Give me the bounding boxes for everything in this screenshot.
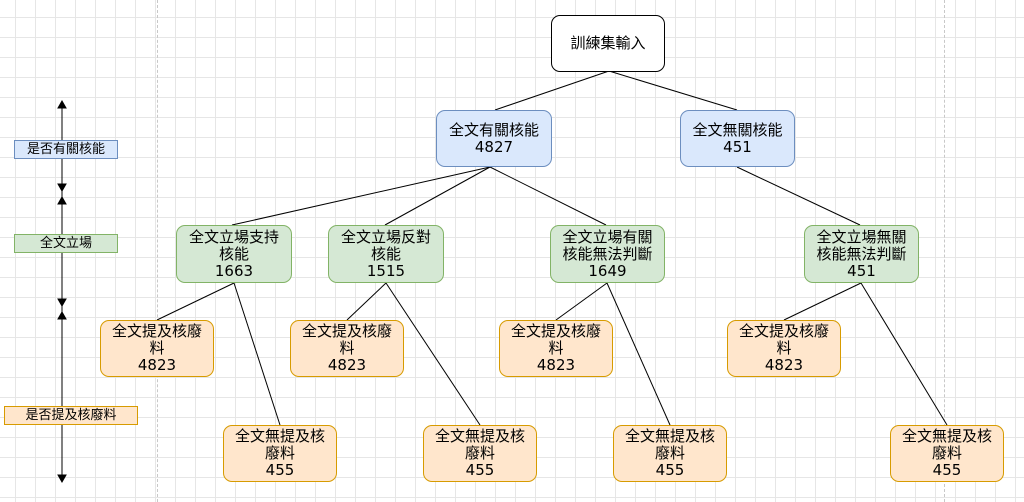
- side-label-text: 全文立場: [39, 236, 92, 251]
- node-label: 全文提及核廢 料: [510, 322, 601, 357]
- node-count: 4827: [474, 137, 514, 156]
- node-count: 1515: [366, 261, 406, 280]
- level-arrow-head: [57, 310, 67, 320]
- edge-oppose-nomention: [385, 282, 481, 426]
- edge-irrelevant-undetermined: [736, 166, 861, 226]
- edge-relevant-support: [231, 166, 491, 226]
- edge-irrelevant2-mention: [783, 282, 862, 321]
- edge-root-relevant: [494, 70, 610, 111]
- node-count: 455: [265, 461, 295, 479]
- node-stance-support: 全文立場支持 核能 1663: [176, 225, 292, 283]
- level-arrow-head: [57, 183, 67, 193]
- side-label-text: 是否提及核廢料: [25, 408, 117, 423]
- node-count: 4823: [327, 356, 367, 374]
- node-count: 1649: [588, 261, 627, 280]
- edge-support-nomention: [233, 282, 281, 426]
- edge-support-mention: [156, 282, 235, 321]
- node-waste-not-mentioned: 全文無提及核 廢料 455: [890, 425, 1004, 482]
- side-label-text: 是否有關核能: [26, 142, 105, 157]
- level-arrow-head: [57, 298, 67, 308]
- node-label: 全文提及核廢 料: [738, 322, 829, 357]
- node-label: 全文無提及核 廢料: [901, 427, 992, 462]
- root-node: 訓練集輸入: [551, 15, 665, 72]
- edge-relevant-oppose: [384, 166, 491, 226]
- edge-undetermined-mention: [555, 282, 608, 321]
- node-count: 4823: [137, 356, 177, 374]
- level-arrow-head: [57, 474, 67, 484]
- guide-line-left: [157, 0, 158, 502]
- node-stance-oppose: 全文立場反對 核能 1515: [328, 225, 444, 283]
- node-count: 4823: [536, 356, 576, 374]
- guide-line-right: [944, 0, 945, 502]
- node-waste-not-mentioned: 全文無提及核 廢料 455: [223, 425, 337, 482]
- node-label: 全文立場無關 核能無法判斷: [816, 227, 907, 263]
- edge-undetermined-nomention: [606, 282, 671, 426]
- node-label: 全文無提及核 廢料: [434, 427, 525, 462]
- node-waste-mentioned: 全文提及核廢 料 4823: [499, 320, 613, 377]
- node-waste-mentioned: 全文提及核廢 料 4823: [100, 320, 214, 377]
- node-count: 4823: [764, 356, 804, 374]
- node-label: 全文立場支持 核能: [188, 227, 279, 263]
- level-arrow-head: [57, 99, 67, 109]
- node-count: 455: [465, 461, 495, 479]
- node-waste-mentioned: 全文提及核廢 料 4823: [727, 320, 841, 377]
- node-count: 451: [847, 261, 876, 280]
- node-count: 1663: [214, 261, 254, 280]
- node-nuclear-unrelated: 全文無關核能 451: [680, 110, 795, 167]
- node-waste-mentioned: 全文提及核廢 料 4823: [290, 320, 404, 377]
- node-label: 全文提及核廢 料: [301, 322, 392, 357]
- node-stance-unrelated-undetermined: 全文立場無關 核能無法判斷 451: [804, 225, 919, 283]
- node-label: 全文無提及核 廢料: [624, 427, 715, 462]
- edge-root-irrelevant: [608, 70, 738, 111]
- edge-relevant-undetermined: [489, 166, 607, 226]
- node-label: 全文立場反對 核能: [340, 227, 431, 263]
- node-label: 全文提及核廢 料: [111, 322, 202, 357]
- node-label: 訓練集輸入: [570, 34, 646, 52]
- side-label-stance: 全文立場: [14, 234, 118, 253]
- node-count: 455: [655, 461, 685, 479]
- node-stance-related-undetermined: 全文立場有關 核能無法判斷 1649: [550, 225, 665, 283]
- edge-oppose-mention: [346, 282, 387, 321]
- level-arrow-head: [57, 195, 67, 205]
- edge-irrelevant2-nomention: [860, 282, 948, 426]
- node-label: 全文立場有關 核能無法判斷: [562, 227, 653, 263]
- node-label: 全文無關核能: [692, 120, 783, 139]
- node-waste-not-mentioned: 全文無提及核 廢料 455: [423, 425, 537, 482]
- node-count: 455: [932, 461, 962, 479]
- side-label-waste-mention: 是否提及核廢料: [4, 406, 138, 425]
- node-label: 全文有關核能: [448, 120, 539, 139]
- node-label: 全文無提及核 廢料: [234, 427, 325, 462]
- node-nuclear-related: 全文有關核能 4827: [436, 110, 552, 167]
- side-label-nuclear-relevance: 是否有關核能: [14, 140, 118, 159]
- node-waste-not-mentioned: 全文無提及核 廢料 455: [613, 425, 727, 482]
- node-count: 451: [723, 137, 752, 156]
